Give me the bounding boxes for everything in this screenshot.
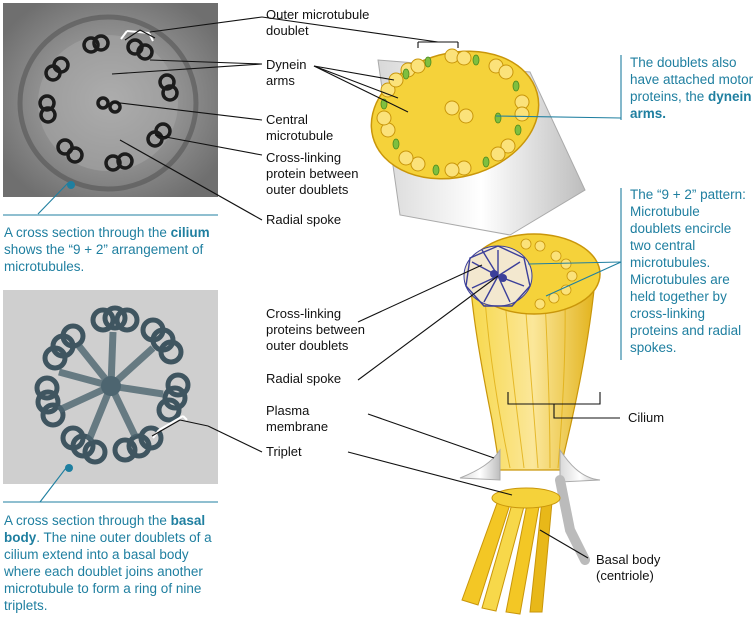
cilium-cross-section-photo [3, 3, 218, 197]
label-cilium: Cilium [628, 410, 665, 425]
basal-body-cross-section-image [3, 290, 218, 484]
label-central-microtubule: Central microtubule [266, 112, 334, 143]
cilium-cross-section-image [3, 3, 218, 197]
caption-basal-body-cross-section: A cross section through the basal body. … [4, 513, 212, 613]
basal-body-illustration [461, 487, 561, 615]
caption-cilium-cross-section: A cross section through the cilium shows… [4, 225, 210, 274]
label-basal-body: Basal body (centriole) [596, 552, 661, 583]
caption-nine-plus-two-pattern: The “9 + 2” pattern: Microtubule doublet… [630, 187, 746, 355]
basal-body-cross-section-photo [3, 290, 218, 484]
lower-cilium-segment [463, 233, 601, 471]
label-crosslinking-proteins-mid: Cross-linking proteins between outer dou… [266, 306, 366, 353]
label-outer-microtubule-doublet: Outer microtubule doublet [266, 7, 370, 38]
caption-dynein-arms: The doublets also have attached motor pr… [630, 55, 754, 121]
label-triplet: Triplet [266, 444, 302, 459]
label-dynein-arms: Dynein arms [266, 57, 307, 88]
label-radial-spoke-top: Radial spoke [266, 212, 342, 227]
label-plasma-membrane: Plasma membrane [266, 403, 329, 434]
label-crosslinking-protein-top: Cross-linking protein between outer doub… [266, 150, 359, 197]
label-radial-spoke-mid: Radial spoke [266, 371, 342, 386]
upper-cilium-segment [370, 48, 586, 236]
